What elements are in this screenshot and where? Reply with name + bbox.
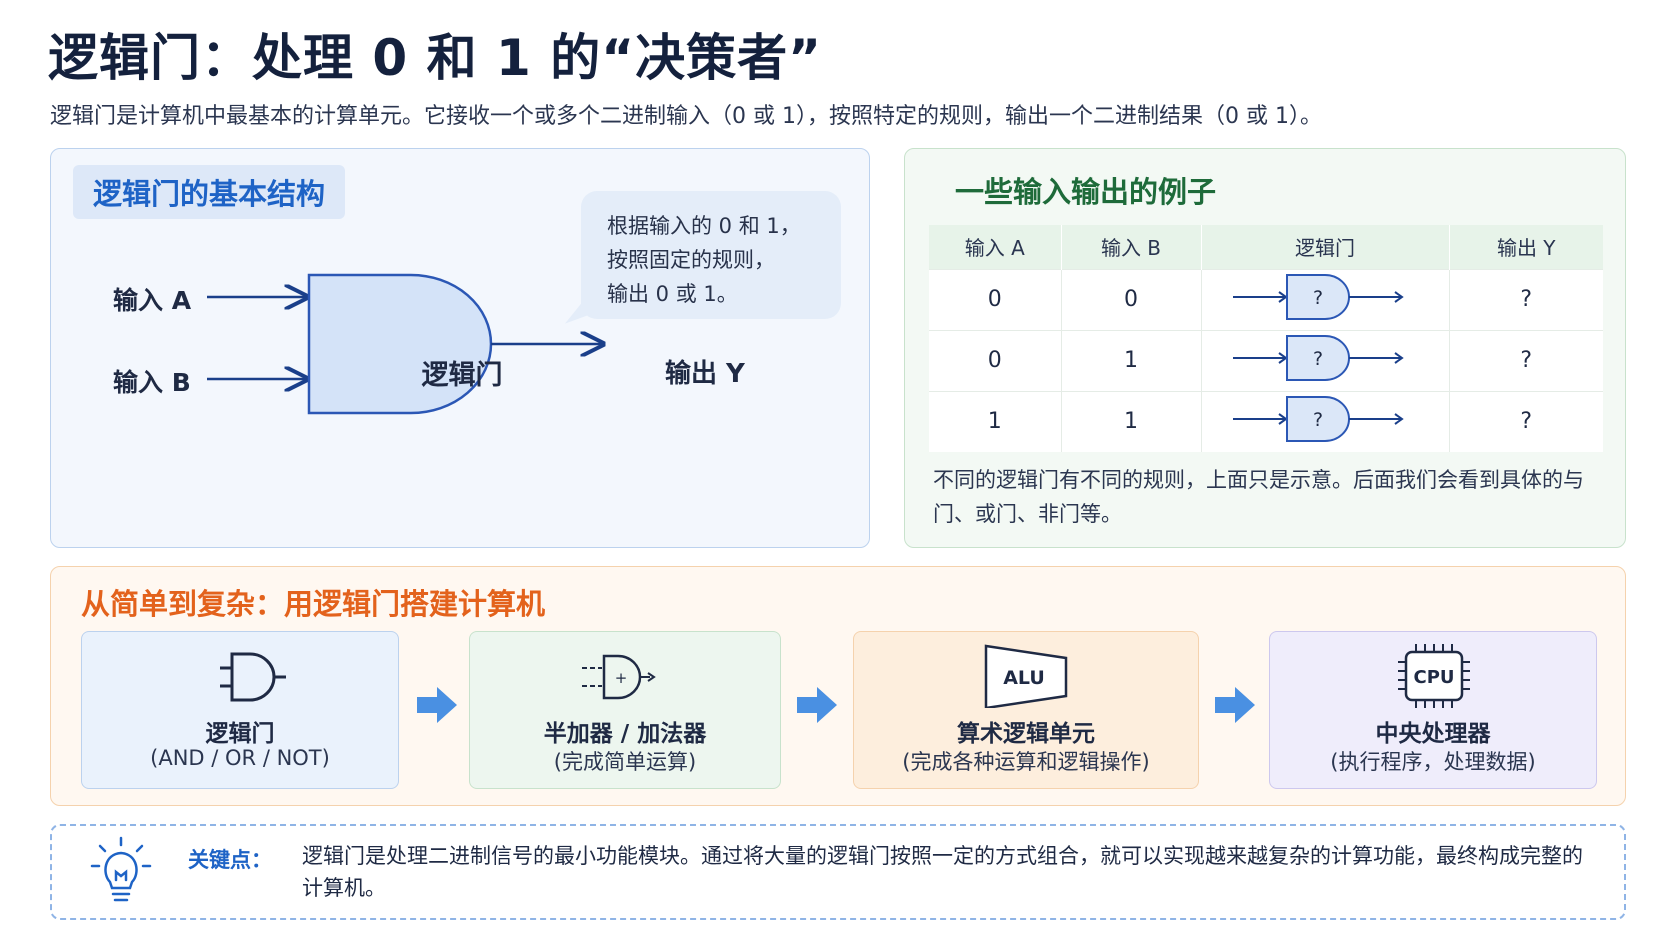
input-a-label: 输入 A — [113, 286, 192, 315]
card-title: 半加器 / 加法器 — [543, 721, 707, 747]
header-input-a: 输入 A — [929, 225, 1062, 269]
examples-note: 不同的逻辑门有不同的规则，上面只是示意。后面我们会看到具体的与门、或门、非门等。 — [933, 468, 1584, 526]
flow-arrow-icon — [797, 687, 837, 723]
header-input-b: 输入 B — [1061, 225, 1202, 269]
adder-icon: + — [582, 654, 656, 700]
cell-input-a: 0 — [929, 329, 1062, 391]
alu-icon: ALU — [984, 644, 1068, 708]
flow-arrow-icon — [1215, 687, 1255, 723]
card-subtitle: (完成简单运算) — [553, 750, 697, 774]
card-adder: + 半加器 / 加法器 (完成简单运算) — [469, 631, 781, 789]
cell-gate: ? — [1201, 329, 1450, 391]
header-gate: 逻辑门 — [1201, 225, 1450, 269]
mini-gate-label: ? — [1313, 409, 1323, 431]
card-title: 逻辑门 — [205, 721, 275, 747]
card-title: 中央处理器 — [1375, 721, 1491, 747]
cell-input-b: 1 — [1061, 329, 1202, 391]
page-subtitle: 逻辑门是计算机中最基本的计算单元。它接收一个或多个二进制输入（0 或 1），按照… — [50, 104, 1322, 129]
mini-gate-label: ? — [1313, 348, 1323, 370]
and-gate-shape — [307, 273, 493, 415]
examples-heading: 一些输入输出的例子 — [955, 175, 1217, 209]
bubble-line: 按照固定的规则， — [607, 248, 775, 272]
build-panel: 从简单到复杂：用逻辑门搭建计算机 逻辑门 (AND / OR / NOT) + … — [50, 566, 1626, 806]
card-logic-gate: 逻辑门 (AND / OR / NOT) — [81, 631, 399, 789]
cell-input-b: 1 — [1061, 390, 1202, 452]
key-point-label: 关键点： — [188, 848, 272, 872]
key-point-panel: 关键点： 逻辑门是处理二进制信号的最小功能模块。通过将大量的逻辑门按照一定的方式… — [50, 824, 1626, 920]
cpu-text: CPU — [1413, 667, 1454, 688]
card-subtitle: (执行程序，处理数据) — [1330, 750, 1536, 774]
cell-input-a: 1 — [929, 390, 1062, 452]
card-subtitle: (AND / OR / NOT) — [150, 746, 330, 770]
cell-input-b: 0 — [1061, 268, 1202, 330]
cell-output-y: ? — [1449, 329, 1603, 391]
structure-heading: 逻辑门的基本结构 — [73, 165, 346, 219]
card-title: 算术逻辑单元 — [957, 721, 1095, 747]
card-subtitle: (完成各种运算和逻辑操作) — [902, 750, 1150, 774]
header-output-y: 输出 Y — [1449, 225, 1603, 269]
card-alu: ALU 算术逻辑单元 (完成各种运算和逻辑操作) — [853, 631, 1199, 789]
adder-symbol: + — [615, 669, 628, 687]
key-point-text: 逻辑门是处理二进制信号的最小功能模块。通过将大量的逻辑门按照一定的方式组合，就可… — [302, 844, 1583, 900]
and-gate-icon — [220, 652, 286, 702]
structure-panel: 逻辑门的基本结构 根据输入的 0 和 1， 按照固定的规则， 输出 0 或 1。… — [50, 148, 870, 548]
cell-input-a: 0 — [929, 268, 1062, 330]
bubble-line: 输出 0 或 1。 — [607, 282, 738, 306]
table-header-row: 输入 A 输入 B 逻辑门 输出 Y — [929, 225, 1603, 269]
flow-arrow-icon — [417, 687, 457, 723]
alu-text: ALU — [1003, 667, 1045, 689]
lightbulb-icon — [90, 836, 152, 902]
cell-gate: ? — [1201, 268, 1450, 330]
speech-bubble: 根据输入的 0 和 1， 按照固定的规则， 输出 0 或 1。 — [581, 191, 841, 319]
cpu-chip-icon: CPU — [1398, 644, 1470, 708]
cell-gate: ? — [1201, 390, 1450, 452]
cell-output-y: ? — [1449, 268, 1603, 330]
input-b-label: 输入 B — [113, 368, 191, 397]
gate-label: 逻辑门 — [421, 360, 503, 391]
cell-output-y: ? — [1449, 390, 1603, 452]
mini-gate-icon: ? — [1233, 334, 1404, 381]
card-cpu: CPU 中央处理器 (执行程序，处理数据) — [1269, 631, 1597, 789]
page-title: 逻辑门：处理 0 和 1 的“决策者” — [48, 29, 822, 87]
bubble-line: 根据输入的 0 和 1， — [607, 214, 801, 238]
mini-gate-icon: ? — [1233, 395, 1404, 442]
mini-gate-label: ? — [1313, 287, 1323, 309]
gate-structure-diagram — [207, 273, 871, 415]
build-heading: 从简单到复杂：用逻辑门搭建计算机 — [81, 587, 546, 621]
mini-gate-icon: ? — [1233, 273, 1404, 320]
output-label: 输出 Y — [665, 359, 745, 389]
